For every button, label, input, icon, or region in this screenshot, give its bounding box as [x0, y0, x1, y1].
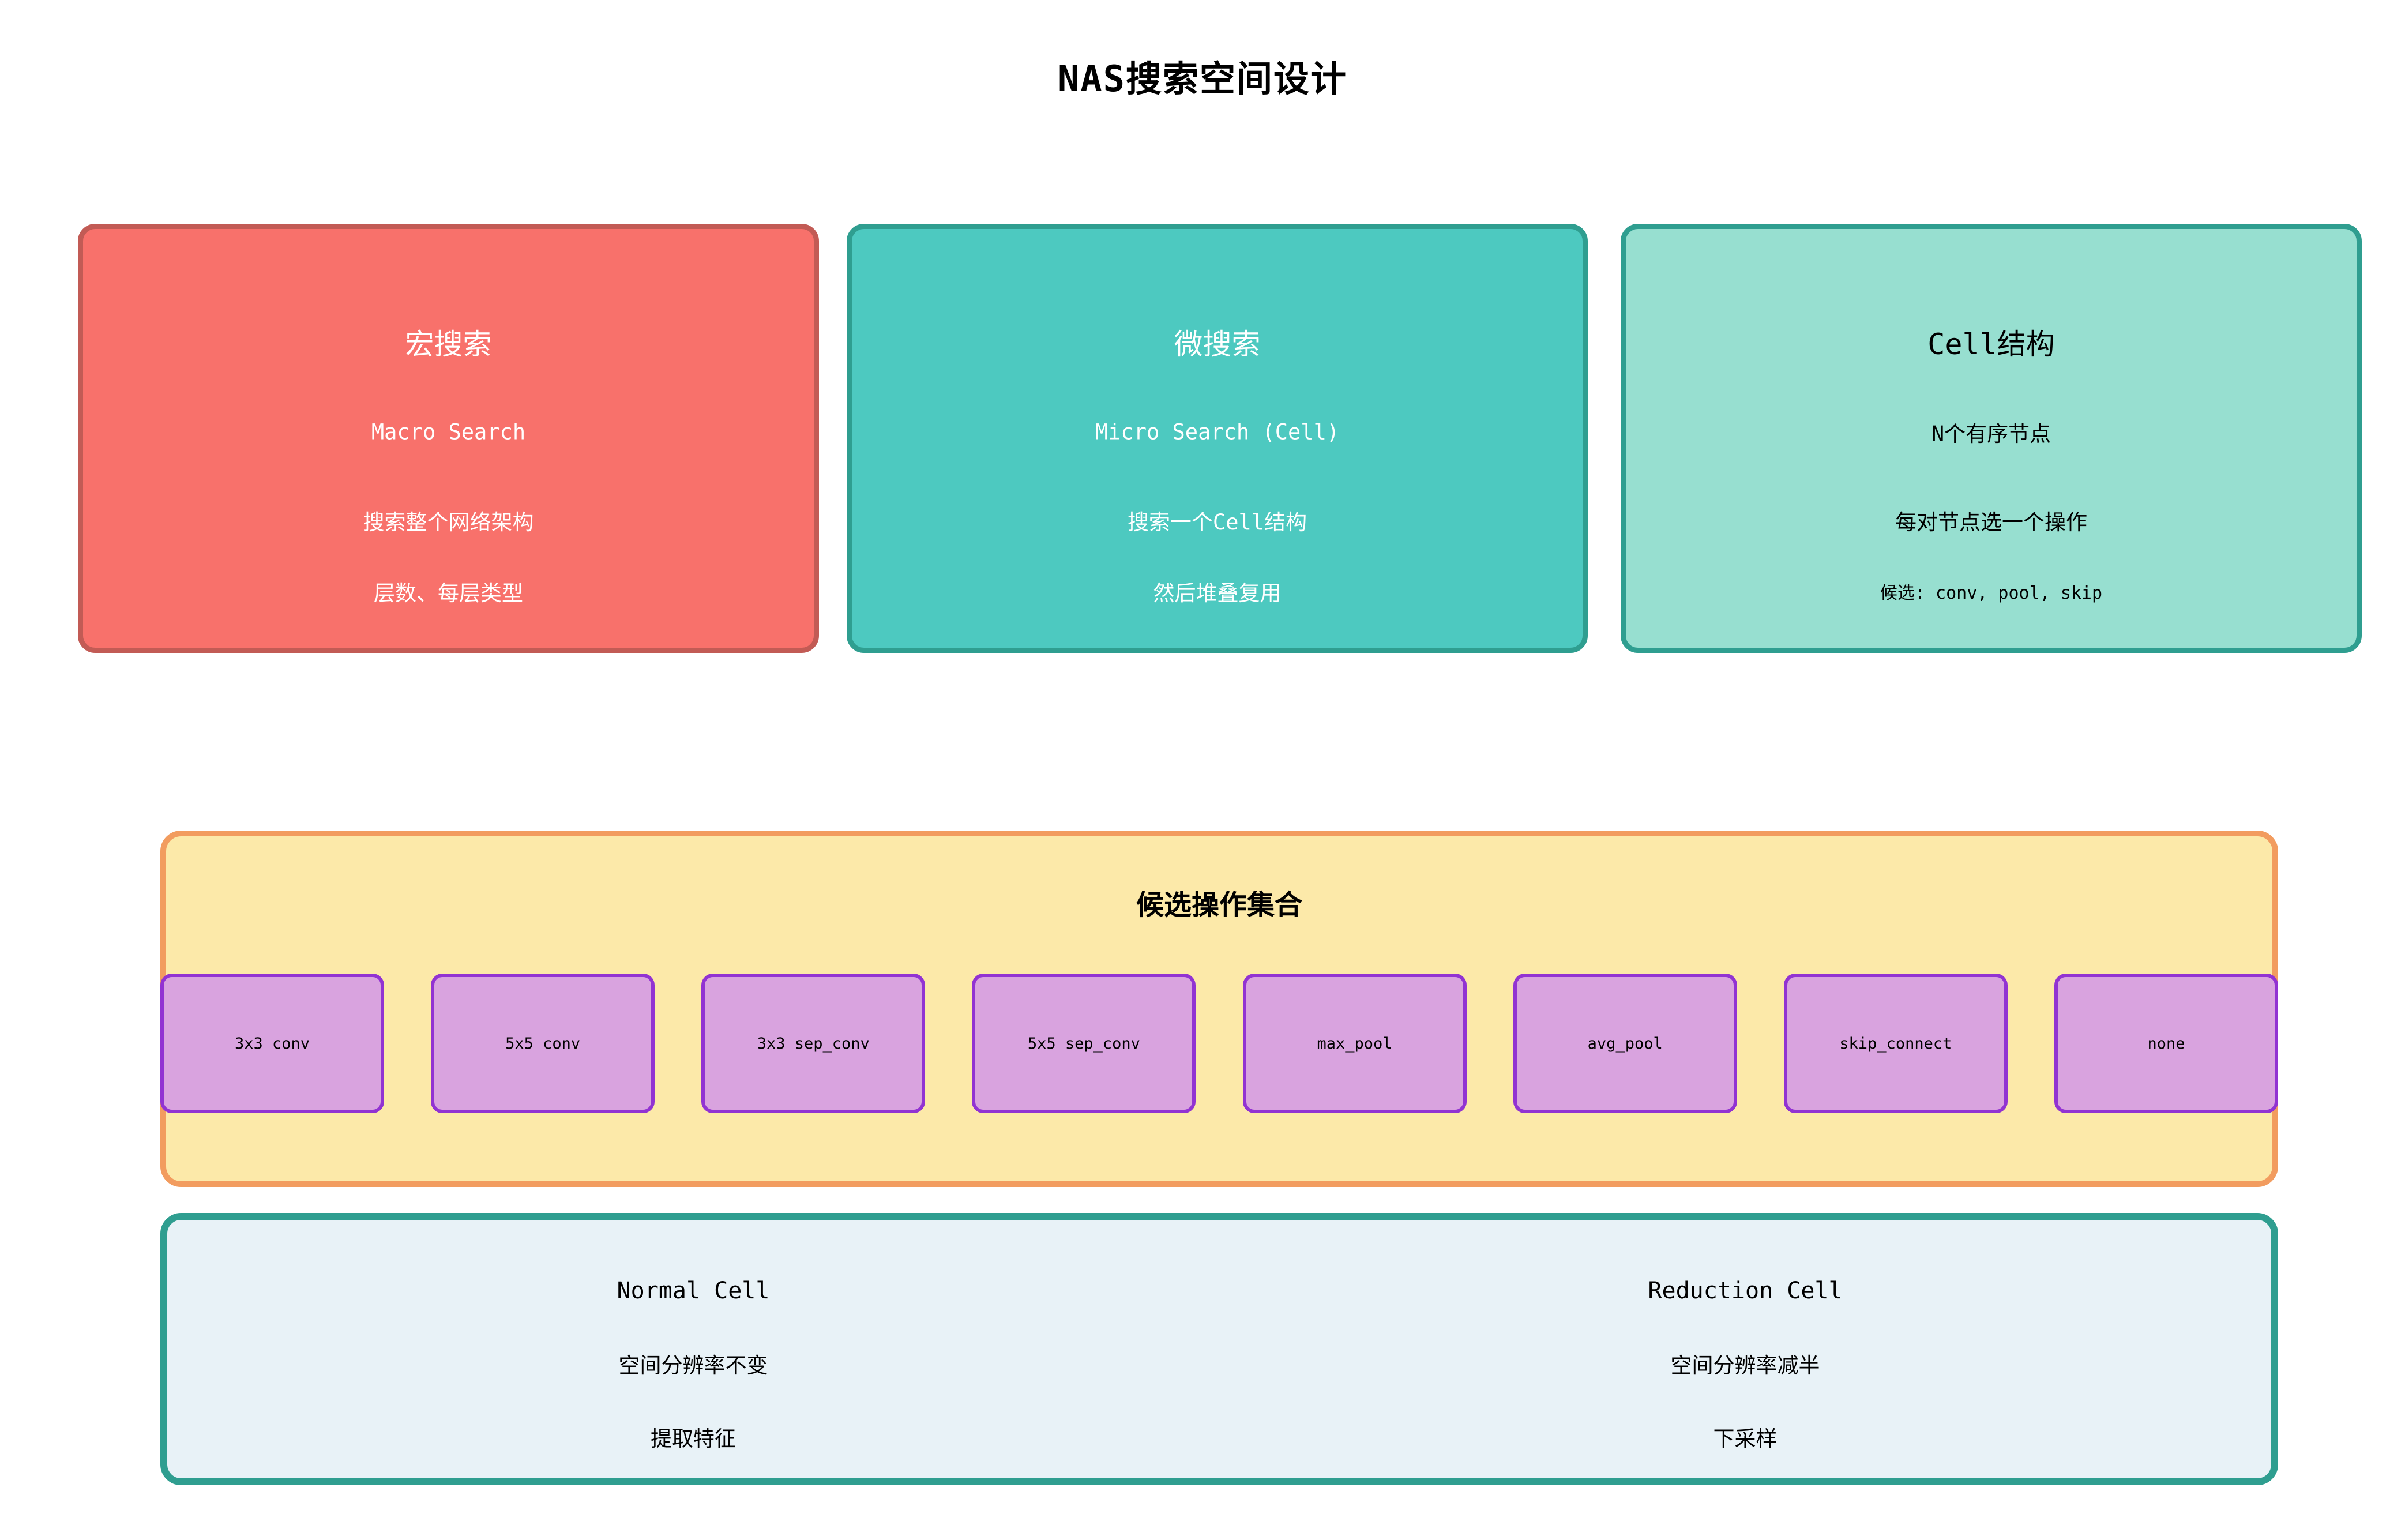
- operation-box-3x3-sep-conv: 3x3 sep_conv: [701, 974, 926, 1113]
- operation-box-avg-pool: avg_pool: [1513, 974, 1737, 1113]
- cell-structure-card-line: N个有序节点: [1931, 422, 2051, 447]
- normal-cell-line: 空间分辨率不变: [618, 1353, 768, 1378]
- operation-box-skip-connect: skip_connect: [1783, 974, 2008, 1113]
- normal-cell-line: 提取特征: [651, 1426, 736, 1452]
- candidate-operations-row: 3x3 conv 5x5 conv 3x3 sep_conv 5x5 sep_c…: [160, 974, 2278, 1113]
- page-title: NAS搜索空间设计: [1058, 58, 1347, 100]
- operation-box-max-pool: max_pool: [1242, 974, 1467, 1113]
- micro-search-card-line: 然后堆叠复用: [1153, 580, 1282, 606]
- cell-types-panel: Normal Cell 空间分辨率不变 提取特征 Reduction Cell …: [160, 1213, 2278, 1485]
- operation-box-5x5-conv: 5x5 conv: [431, 974, 655, 1113]
- operation-box-3x3-conv: 3x3 conv: [160, 974, 384, 1113]
- reduction-cell-line: 空间分辨率减半: [1670, 1353, 1820, 1378]
- candidate-operations-panel: 候选操作集合 3x3 conv 5x5 conv 3x3 sep_conv 5x…: [160, 831, 2278, 1187]
- macro-search-card-line: 层数、每层类型: [374, 580, 523, 606]
- reduction-cell-line: 下采样: [1713, 1426, 1778, 1452]
- micro-search-card: 微搜索 Micro Search (Cell) 搜索一个Cell结构 然后堆叠复…: [847, 224, 1588, 653]
- normal-cell-column: Normal Cell 空间分辨率不变 提取特征: [167, 1220, 1219, 1478]
- macro-search-card-line: 搜索整个网络架构: [363, 509, 534, 535]
- reduction-cell-title: Reduction Cell: [1648, 1278, 1843, 1305]
- macro-search-card: 宏搜索 Macro Search 搜索整个网络架构 层数、每层类型: [78, 224, 819, 653]
- operation-box-5x5-sep-conv: 5x5 sep_conv: [972, 974, 1196, 1113]
- candidate-operations-title: 候选操作集合: [1136, 889, 1302, 921]
- macro-search-card-title: 宏搜索: [405, 328, 492, 362]
- micro-search-card-title: 微搜索: [1174, 328, 1261, 362]
- micro-search-card-line: Micro Search (Cell): [1095, 419, 1340, 445]
- normal-cell-title: Normal Cell: [617, 1278, 770, 1305]
- cell-structure-card-line: 每对节点选一个操作: [1895, 509, 2087, 535]
- operation-box-none: none: [2054, 974, 2278, 1113]
- micro-search-card-line: 搜索一个Cell结构: [1127, 509, 1307, 535]
- cell-structure-card-line: 候选: conv, pool, skip: [1880, 583, 2103, 603]
- macro-search-card-line: Macro Search: [371, 419, 526, 445]
- cell-structure-card-title: Cell结构: [1927, 328, 2055, 362]
- reduction-cell-column: Reduction Cell 空间分辨率减半 下采样: [1219, 1220, 2271, 1478]
- cell-structure-card: Cell结构 N个有序节点 每对节点选一个操作 候选: conv, pool, …: [1621, 224, 2362, 653]
